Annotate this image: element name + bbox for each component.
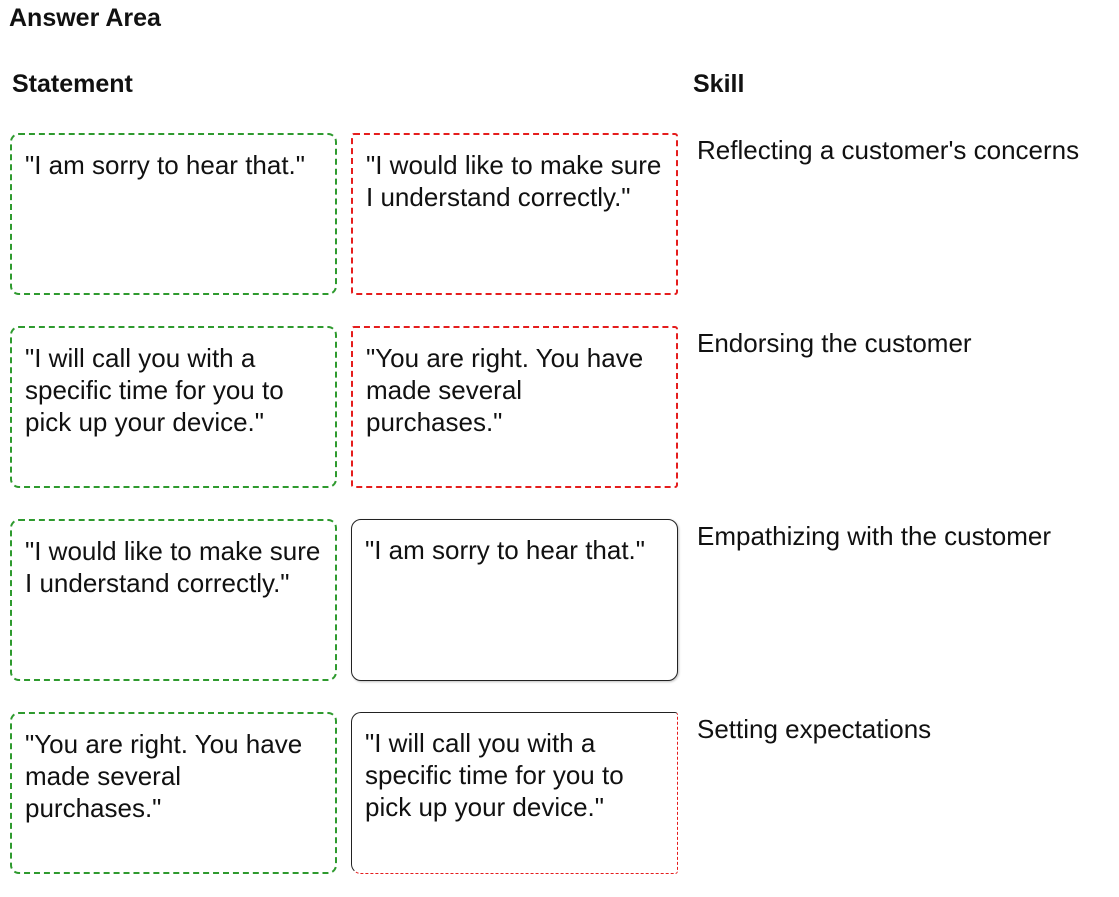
statement-option-card[interactable]: "I would like to make sure I understand … <box>10 519 337 681</box>
statement-option-card[interactable]: "I will call you with a specific time fo… <box>10 326 337 488</box>
skill-column-header: Skill <box>693 70 745 98</box>
answer-drop-target[interactable]: "I would like to make sure I understand … <box>351 133 678 295</box>
skill-label: Reflecting a customer's concerns <box>697 135 1080 165</box>
statement-column-header: Statement <box>12 70 133 98</box>
answer-drop-target[interactable]: "I will call you with a specific time fo… <box>351 712 678 874</box>
answer-area-title: Answer Area <box>9 4 161 32</box>
answer-drop-target[interactable]: "I am sorry to hear that." <box>351 519 678 681</box>
skill-label: Endorsing the customer <box>697 328 972 358</box>
skill-label: Setting expectations <box>697 714 932 744</box>
statement-option-card[interactable]: "You are right. You have made several pu… <box>10 712 337 874</box>
answer-drop-target[interactable]: "You are right. You have made several pu… <box>351 326 678 488</box>
statement-option-card[interactable]: "I am sorry to hear that." <box>10 133 337 295</box>
skill-label: Empathizing with the customer <box>697 521 1052 551</box>
